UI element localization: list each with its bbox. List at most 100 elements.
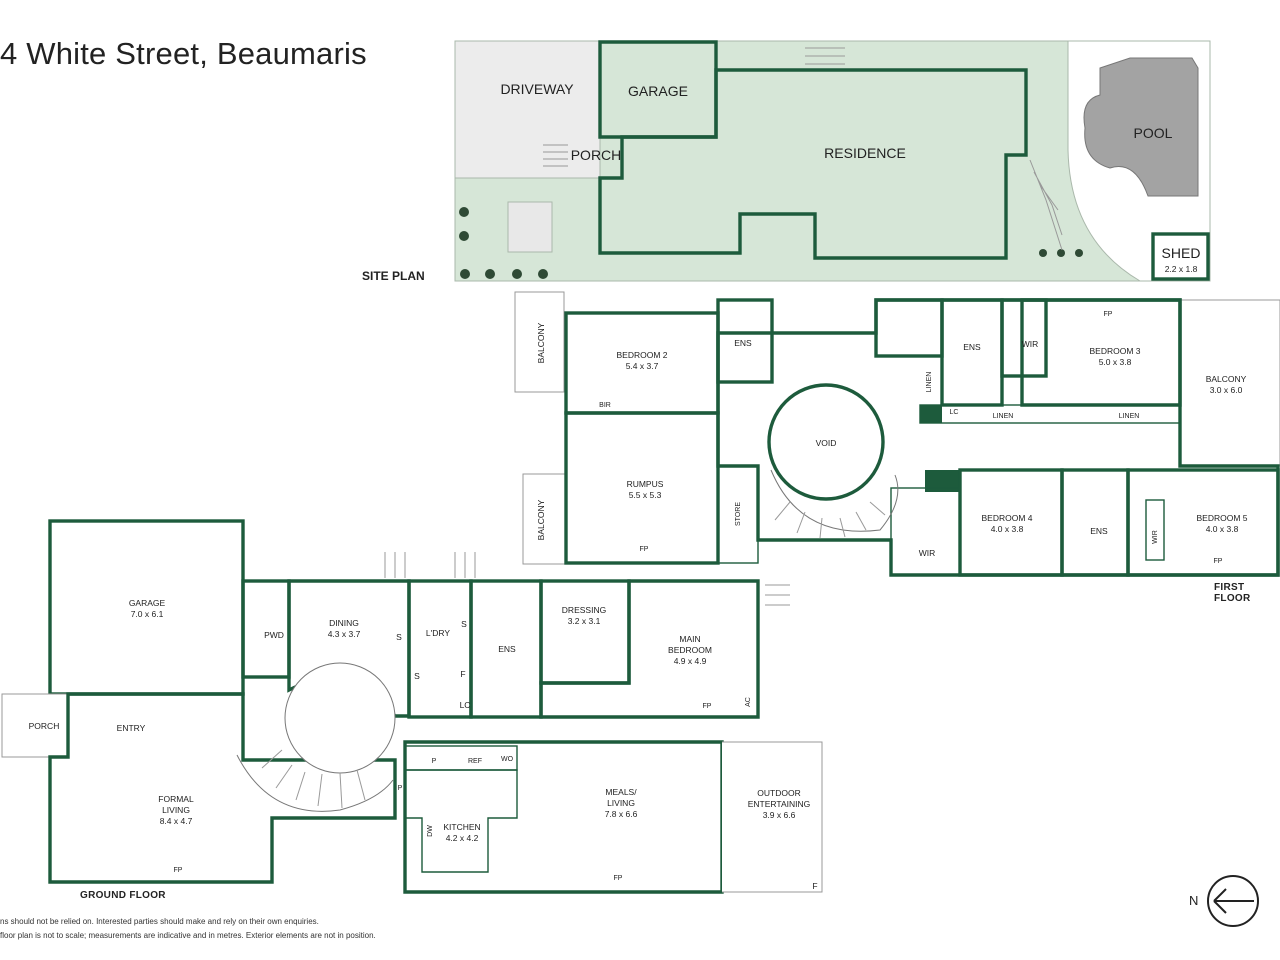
bedroom2-dim: 5.4 x 3.7 bbox=[626, 361, 659, 371]
disclaimer-line-1: ns should not be relied on. Interested p… bbox=[0, 917, 319, 926]
linen-v-label: LINEN bbox=[926, 372, 933, 393]
dw-label: DW bbox=[427, 825, 434, 837]
ensuite-b bbox=[940, 298, 1004, 407]
north-label: N bbox=[1189, 893, 1198, 908]
site-pool-label: POOL bbox=[1134, 125, 1173, 141]
first-floor-plan: BEDROOM 2 5.4 x 3.7 BIR ENS ENS WIR BEDR… bbox=[514, 291, 1280, 577]
fp-meals-label: FP bbox=[614, 875, 623, 882]
wir-c-label: WIR bbox=[1152, 530, 1159, 544]
ref-label: REF bbox=[468, 758, 482, 765]
dressing-label: DRESSING bbox=[562, 605, 606, 615]
outdoor-label-a: OUTDOOR bbox=[757, 788, 800, 798]
site-shed bbox=[1151, 232, 1210, 281]
ac-label: AC bbox=[745, 697, 752, 707]
outdoor-dim: 3.9 x 6.6 bbox=[763, 810, 796, 820]
wir-a bbox=[1000, 298, 1048, 378]
kitchen-label: KITCHEN bbox=[443, 822, 480, 832]
pantry-strip bbox=[404, 745, 518, 771]
lc-block bbox=[920, 405, 942, 423]
meals-dim: 7.8 x 6.6 bbox=[605, 809, 638, 819]
ground-floor-label: GROUND FLOOR bbox=[80, 890, 166, 901]
f-outdoor-label: F bbox=[812, 881, 817, 891]
bedroom4-label: BEDROOM 4 bbox=[981, 513, 1032, 523]
site-steps bbox=[543, 47, 1063, 251]
fp-rumpus-label: FP bbox=[640, 546, 649, 553]
site-garage-label: GARAGE bbox=[628, 83, 688, 99]
formal-living-label-a: FORMAL bbox=[158, 794, 194, 804]
fp-b3-label: FP bbox=[1104, 311, 1113, 318]
wo-label: WO bbox=[501, 756, 514, 763]
lc-label: LC bbox=[950, 409, 959, 416]
site-shed-label: SHED bbox=[1162, 245, 1201, 261]
ground-steps bbox=[384, 552, 790, 606]
fp-main-label: FP bbox=[703, 703, 712, 710]
bedroom5-label: BEDROOM 5 bbox=[1196, 513, 1247, 523]
f-label: F bbox=[460, 669, 465, 679]
ensuite-b-wc bbox=[874, 298, 944, 358]
p1-label: P bbox=[432, 758, 437, 765]
fp-b5-label: FP bbox=[1214, 558, 1223, 565]
main-bedroom-label-a: MAIN bbox=[679, 634, 700, 644]
entry-stair-void bbox=[284, 662, 396, 774]
ens-b-label: ENS bbox=[963, 342, 981, 352]
fp-formal-label: FP bbox=[174, 867, 183, 874]
wir-b bbox=[890, 487, 961, 576]
bedroom3-dim: 5.0 x 3.8 bbox=[1099, 357, 1132, 367]
balcony-a-label: BALCONY bbox=[536, 322, 546, 363]
formal-living-dim: 8.4 x 4.7 bbox=[160, 816, 193, 826]
bir-label: BIR bbox=[599, 402, 611, 409]
outdoor-entertaining bbox=[722, 741, 823, 893]
wir-c bbox=[1145, 499, 1165, 561]
site-residence bbox=[598, 68, 1028, 260]
site-plan-label: SITE PLAN bbox=[362, 269, 425, 283]
void-label: VOID bbox=[816, 438, 837, 448]
ens-c-label: ENS bbox=[1090, 526, 1108, 536]
dressing-dim: 3.2 x 3.1 bbox=[568, 616, 601, 626]
bedroom4-dim: 4.0 x 3.8 bbox=[991, 524, 1024, 534]
bedroom5-dim: 4.0 x 3.8 bbox=[1206, 524, 1239, 534]
bedroom3-label: BEDROOM 3 bbox=[1089, 346, 1140, 356]
s2-label: S bbox=[414, 671, 420, 681]
porch-label: PORCH bbox=[29, 721, 60, 731]
kitchen bbox=[404, 769, 518, 873]
balcony-b-label: BALCONY bbox=[536, 499, 546, 540]
ens-label-ground: ENS bbox=[498, 644, 516, 654]
linen-a-label: LINEN bbox=[993, 413, 1014, 420]
wir-a-label: WIR bbox=[1022, 339, 1039, 349]
entry-stair-treads bbox=[261, 749, 366, 809]
lc-label-ground: LC bbox=[460, 700, 471, 710]
site-driveway-label: DRIVEWAY bbox=[500, 81, 574, 97]
store-label: STORE bbox=[735, 502, 742, 526]
pwd-label: PWD bbox=[264, 630, 284, 640]
site-porch-label: PORCH bbox=[571, 147, 622, 163]
meals-label-a: MEALS/ bbox=[605, 787, 637, 797]
dressing bbox=[539, 579, 631, 685]
site-residence-label: RESIDENCE bbox=[824, 145, 906, 161]
stair-treads bbox=[774, 501, 886, 539]
dining-label: DINING bbox=[329, 618, 359, 628]
rumpus-label: RUMPUS bbox=[627, 479, 664, 489]
meals-living bbox=[403, 740, 724, 894]
arrow-left-icon bbox=[1213, 888, 1254, 914]
porch bbox=[1, 693, 68, 758]
linen-cupboards bbox=[919, 404, 1181, 424]
ens-a-label: ENS bbox=[734, 338, 752, 348]
main-bedroom bbox=[539, 579, 760, 719]
outdoor-label-b: ENTERTAINING bbox=[748, 799, 811, 809]
dining-dim: 4.3 x 3.7 bbox=[328, 629, 361, 639]
entry-spiral-stair bbox=[236, 754, 394, 812]
rumpus-dim: 5.5 x 5.3 bbox=[629, 490, 662, 500]
site-shed-dim: 2.2 x 1.8 bbox=[1165, 264, 1198, 274]
balcony-b bbox=[522, 473, 566, 565]
balcony-c-dim: 3.0 x 6.0 bbox=[1210, 385, 1243, 395]
north-arrow: N bbox=[1189, 875, 1259, 927]
ground-floor-plan: GARAGE 7.0 x 6.1 PWD DINING 4.3 x 3.7 S … bbox=[1, 519, 823, 894]
site-plan: DRIVEWAY GARAGE PORCH RESIDENCE POOL SHE… bbox=[454, 40, 1211, 282]
entry-label: ENTRY bbox=[117, 723, 146, 733]
pool-shape bbox=[1083, 57, 1199, 197]
bedroom-5 bbox=[1126, 468, 1280, 577]
void-circle bbox=[767, 383, 885, 501]
stair-block bbox=[925, 470, 960, 492]
p2-label: P bbox=[398, 785, 403, 792]
